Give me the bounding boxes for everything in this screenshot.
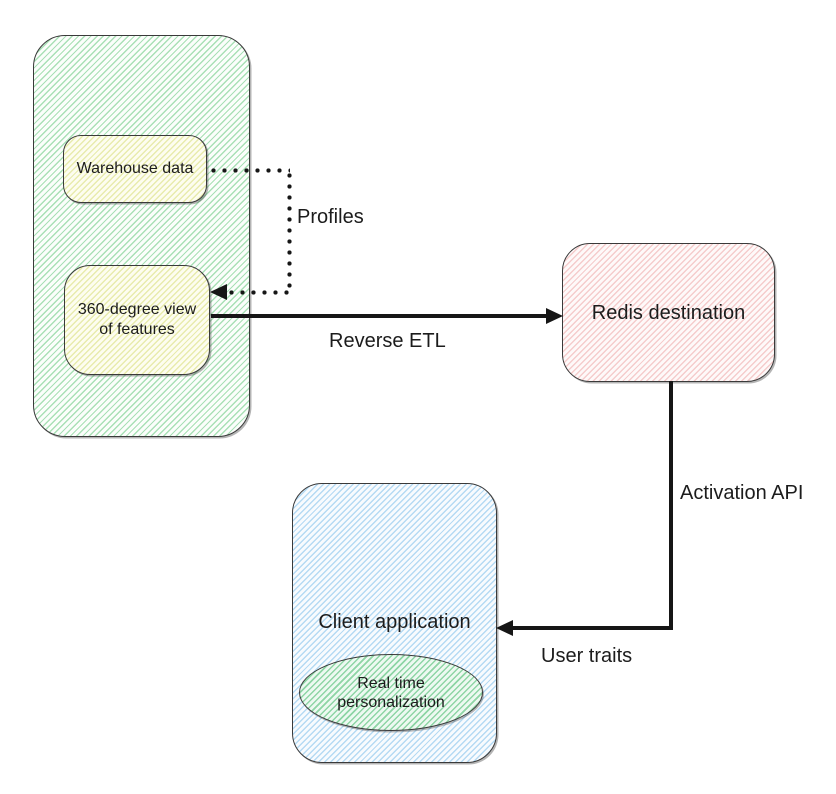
edge-reverse-etl-arrowhead-icon (546, 308, 563, 324)
edge-user-traits-arrowhead-icon (496, 620, 513, 636)
node-warehouse-data: Warehouse data (63, 135, 207, 203)
edge-label-user-traits: User traits (541, 645, 633, 667)
node-feature-view: 360-degree view of features (64, 265, 210, 375)
node-realtime-personalization: Real time personalization (299, 654, 483, 731)
edge-user-traits-line (513, 626, 673, 630)
edge-profiles-segment-bottom (226, 290, 290, 295)
node-feature-view-label: 360-degree view of features (77, 301, 197, 338)
node-realtime-personalization-label: Real time personalization (337, 674, 445, 711)
node-redis-destination: Redis destination (562, 243, 775, 382)
edge-label-reverse-etl: Reverse ETL (329, 330, 446, 352)
node-client-application-label: Client application (318, 611, 471, 633)
edge-label-activation-api: Activation API (680, 482, 804, 504)
node-warehouse-group (33, 35, 250, 437)
edge-profiles-arrowhead-icon (210, 284, 227, 300)
edge-activation-api-line (669, 381, 673, 630)
edge-profiles-segment-top (208, 168, 290, 173)
node-client-application: Client application Real time personaliza… (292, 483, 497, 763)
node-warehouse-data-label: Warehouse data (76, 160, 194, 177)
node-redis-destination-label: Redis destination (591, 301, 746, 324)
edge-profiles-segment-right (287, 170, 292, 292)
edge-reverse-etl-line (211, 314, 547, 318)
edge-label-profiles: Profiles (297, 206, 364, 228)
